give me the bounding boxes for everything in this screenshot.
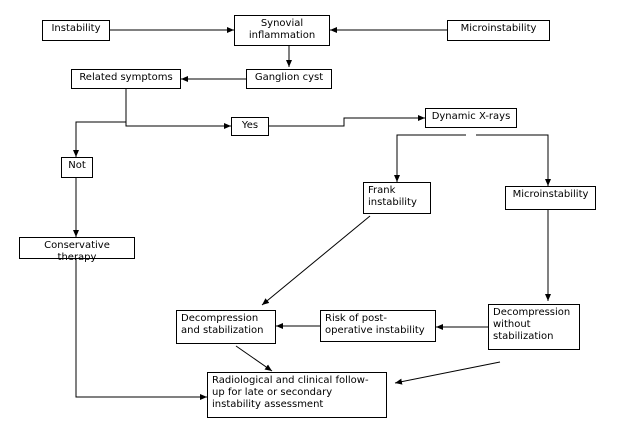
node-related-symptoms: Related symptoms	[71, 69, 181, 89]
connector-xrays-frank	[394, 134, 466, 182]
node-decompression-without-stabilization: Decompression without stabilization	[488, 304, 580, 350]
connector-conservative-followup	[75, 259, 207, 400]
connector-yes-xrays	[269, 115, 425, 127]
node-frank-instability: Frank instability	[363, 182, 431, 214]
node-conservative-therapy: Conservative therapy	[19, 237, 135, 263]
connector-symptoms-yes	[125, 89, 231, 129]
node-synovial-inflammation: Synovial inflammation	[234, 15, 330, 46]
connector-xrays-micro	[476, 134, 551, 186]
node-ganglion-cyst: Ganglion cyst	[246, 69, 332, 89]
connector-symptoms-not	[73, 121, 126, 157]
node-risk-post-operative-instability: Risk of post- operative instability	[320, 310, 436, 342]
connector-decompstab-followup	[235, 345, 273, 372]
node-microinstability-mid: Microinstability	[505, 186, 596, 210]
connector-frank-decompstab	[261, 215, 371, 306]
node-microinstability-top: Microinstability	[447, 20, 550, 41]
connector-decompnostab-followup	[394, 361, 501, 385]
node-follow-up: Radiological and clinical follow- up for…	[207, 372, 387, 418]
node-not: Not	[61, 157, 93, 178]
node-yes: Yes	[231, 117, 269, 136]
node-decompression-and-stabilization: Decompression and stabilization	[176, 310, 276, 344]
node-instability: Instability	[42, 20, 110, 41]
node-dynamic-xrays: Dynamic X-rays	[425, 108, 517, 128]
